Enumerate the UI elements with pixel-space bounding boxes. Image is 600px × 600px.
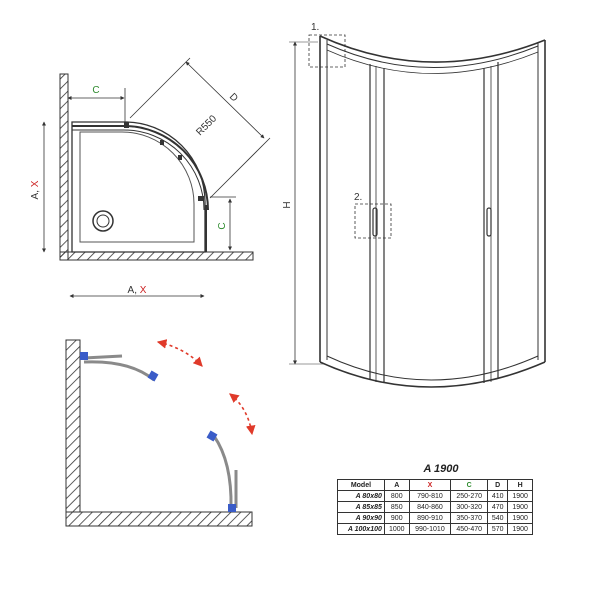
table-header-row: Model A X C D H: [337, 479, 533, 491]
column-header: H: [507, 479, 533, 491]
table-cell: 800: [383, 490, 410, 502]
hinge-top-right-icon: [147, 370, 159, 382]
table-row: A 90x90 900 890-910 350-370 540 1900: [337, 512, 533, 524]
table-cell: 300-320: [450, 501, 489, 513]
handle-right-icon: [486, 207, 492, 237]
dim-ax-bottom-label: A, X: [128, 285, 147, 296]
table-cell: 1900: [507, 501, 533, 513]
dim-d-label: D: [227, 91, 240, 104]
left-wall: [59, 73, 69, 261]
callout-box-1: [308, 34, 346, 68]
table-cell: 990-1010: [408, 523, 452, 535]
opening-left-wall: [65, 339, 81, 513]
table-cell: 1000: [383, 523, 410, 535]
fitting-1: [124, 122, 129, 128]
table-cell: 540: [487, 512, 509, 524]
bottom-wall: [59, 251, 254, 261]
spec-table-title: A 1900: [423, 463, 459, 475]
hinge-top-left-icon: [80, 352, 88, 360]
shower-tray-inner: [79, 131, 195, 243]
swing-arrow-right-icon: [229, 393, 256, 436]
dim-ax-left-label: A, X: [30, 180, 41, 199]
fixed-panel-top: [83, 354, 123, 360]
fitting-2: [160, 140, 164, 145]
spec-table-block: A 1900 Model A X C D H A 80x80 800 790-8…: [337, 463, 533, 535]
front-view: H 1. 2.: [282, 22, 546, 388]
table-cell: 570: [487, 523, 509, 535]
table-cell: A 85x85: [337, 501, 385, 513]
table-cell: 890-910: [408, 512, 452, 524]
callout-label-1: 1.: [311, 22, 319, 33]
callout-box-2: [354, 203, 392, 239]
column-header: D: [487, 479, 509, 491]
table-cell: A 100x100: [337, 523, 385, 535]
spec-table: Model A X C D H A 80x80 800 790-810 250-…: [337, 479, 533, 535]
table-row: A 100x100 1000 990-1010 450-470 570 1900: [337, 523, 533, 535]
drain-icon: [92, 210, 114, 232]
dim-h-label: H: [282, 201, 293, 208]
hinge-mid-icon: [206, 430, 218, 442]
enclosure-arc: [72, 125, 209, 211]
callout-label-2: 2.: [354, 192, 362, 203]
column-header: C: [450, 479, 489, 491]
table-cell: A 90x90: [337, 512, 385, 524]
enclosure-arc-inner: [72, 129, 205, 211]
handle-left-icon: [372, 207, 378, 237]
drain-inner-icon: [96, 214, 110, 228]
table-cell: 350-370: [450, 512, 489, 524]
column-header: Model: [337, 479, 385, 491]
table-cell: A 80x80: [337, 490, 385, 502]
table-cell: 790-810: [408, 490, 452, 502]
opening-bottom-wall: [65, 511, 253, 527]
swing-arrow-top-icon: [156, 339, 203, 367]
table-cell: 900: [383, 512, 410, 524]
fitting-4: [198, 196, 204, 201]
hinge-bottom-icon: [228, 504, 236, 512]
table-cell: 850: [383, 501, 410, 513]
dim-c-right-label: C: [217, 222, 228, 229]
table-cell: 1900: [507, 490, 533, 502]
dim-c-top-label: C: [92, 85, 99, 96]
table-cell: 250-270: [450, 490, 489, 502]
radius-label: R550: [194, 113, 219, 138]
top-rail-outer: [319, 35, 546, 63]
dim-d-line: [185, 61, 265, 139]
door-panel-top: [83, 360, 155, 382]
column-header: X: [408, 479, 452, 491]
table-cell: 1900: [507, 512, 533, 524]
table-cell: 1900: [507, 523, 533, 535]
column-header: A: [383, 479, 410, 491]
top-view-plan: C D R550 A, X A, X C: [30, 57, 271, 298]
table-cell: 410: [487, 490, 509, 502]
door-opening-view: [65, 339, 256, 527]
table-row: A 80x80 800 790-810 250-270 410 1900: [337, 490, 533, 502]
door-panel-right: [212, 435, 233, 509]
table-cell: 450-470: [450, 523, 489, 535]
table-cell: 470: [487, 501, 509, 513]
table-row: A 85x85 850 840-860 300-320 470 1900: [337, 501, 533, 513]
table-cell: 840-860: [408, 501, 452, 513]
fitting-3: [178, 155, 182, 160]
shower-tray-outline: [71, 121, 206, 253]
bottom-rail-outer: [319, 361, 546, 388]
